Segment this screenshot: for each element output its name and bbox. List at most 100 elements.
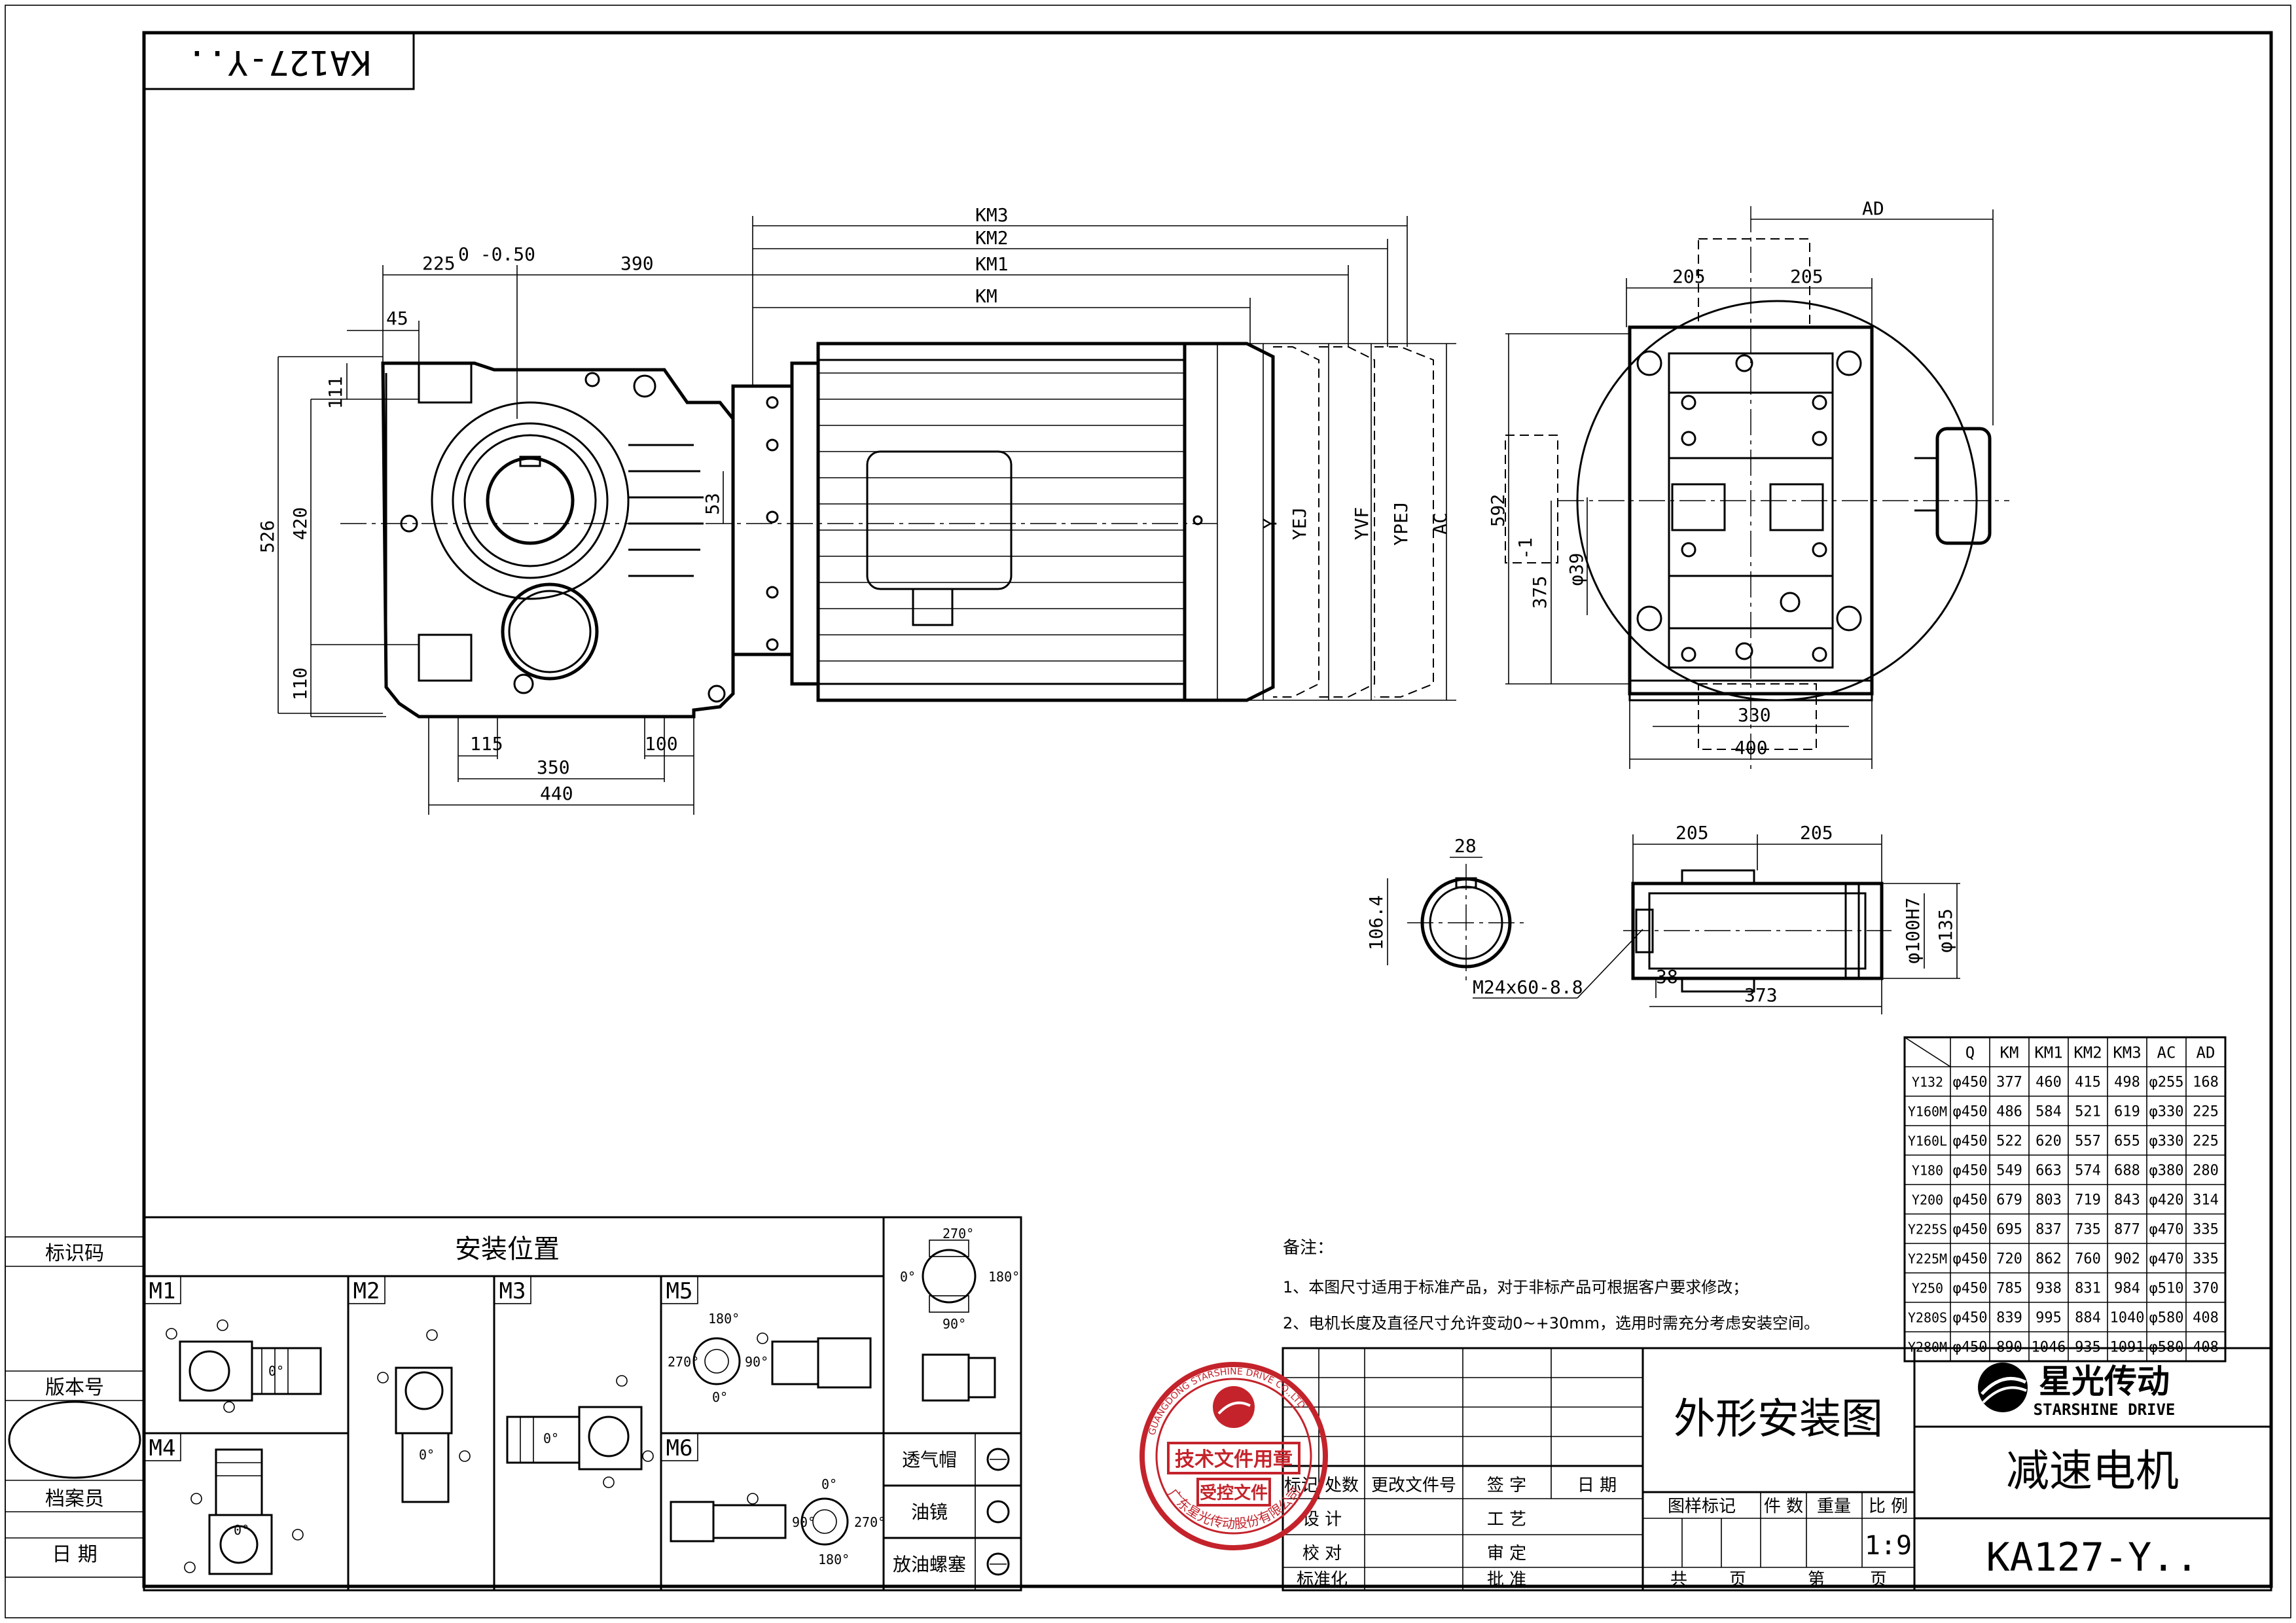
m4-sketch: 0° [184, 1448, 304, 1575]
tb-scale: 1:9 [1865, 1531, 1912, 1561]
table-value-cell: φ450 [1953, 1192, 1988, 1209]
dim-205-shaft-left: 205 [1676, 822, 1709, 844]
dim-ypej: YPEJ [1390, 501, 1412, 545]
table-value-cell: φ450 [1953, 1251, 1988, 1268]
m6-angle-90: 90° [792, 1514, 816, 1530]
table-value-cell: 831 [2075, 1281, 2101, 1297]
table-motor-cell: Y200 [1912, 1192, 1943, 1208]
legend-drain-plug: 放油螺塞 [893, 1554, 966, 1575]
side-view-dimensions: AD 205 205 592 375 -1 φ39 330 400 [1487, 198, 1994, 769]
tb-page-unit: 页 [1729, 1570, 1746, 1590]
m1-angle: 0° [268, 1363, 284, 1379]
tb-change-doc: 更改文件号 [1371, 1476, 1456, 1495]
table-value-cell: 655 [2114, 1133, 2140, 1150]
table-value-cell: 995 [2036, 1310, 2062, 1327]
table-value-cell: 377 [1996, 1075, 2022, 1091]
hollow-shaft-bore [486, 456, 575, 545]
tb-total: 共 [1670, 1570, 1687, 1590]
tb-ratio: 比 例 [1869, 1497, 1908, 1516]
table-value-cell: 225 [2193, 1104, 2219, 1120]
mirrored-model-box: KA127-Y.. [143, 31, 415, 90]
table-value-cell: φ450 [1953, 1222, 1988, 1238]
table-value-cell: 522 [1996, 1133, 2022, 1150]
m6-angle-0: 0° [821, 1476, 837, 1492]
tb-approve: 批 准 [1487, 1570, 1526, 1590]
m6-angle-270: 270° [854, 1514, 886, 1530]
pos-label-m3: M3 [499, 1278, 526, 1304]
dim-330: 330 [1738, 704, 1771, 726]
table-value-cell: 785 [1996, 1281, 2022, 1297]
product-name: 减速电机 [2006, 1446, 2179, 1496]
m1-sketch: 0° [166, 1319, 322, 1413]
table-value-cell: 460 [2036, 1075, 2062, 1091]
label-date: 日 期 [52, 1543, 98, 1566]
m5-angle-0: 0° [712, 1389, 728, 1405]
table-motor-cell: Y160L [1908, 1133, 1947, 1149]
tb-page-no: 第 [1808, 1570, 1825, 1590]
table-value-cell: 498 [2114, 1075, 2140, 1091]
dim-592: 592 [1487, 494, 1509, 527]
pos-label-m4: M4 [149, 1435, 176, 1461]
dim-100: 100 [645, 733, 678, 755]
table-header-cell: KM [2000, 1044, 2019, 1062]
dim-373: 373 [1744, 984, 1778, 1006]
table-value-cell: φ380 [2149, 1163, 2184, 1179]
pos-label-m1: M1 [149, 1278, 176, 1304]
brand-name-en: STARSHINE DRIVE [2034, 1400, 2176, 1419]
table-value-cell: 938 [2036, 1281, 2062, 1297]
dim-km: KM [975, 285, 997, 307]
table-value-cell: 335 [2193, 1251, 2219, 1268]
table-value-cell: 884 [2075, 1310, 2101, 1327]
table-header-cell: KM1 [2034, 1044, 2062, 1062]
side-label-strip: 标识码 版本号 档案员 日 期 [5, 1236, 145, 1578]
table-header-cell: AD [2197, 1044, 2215, 1062]
table-value-cell: 735 [2075, 1222, 2101, 1238]
legend-oil-glass: 油镜 [911, 1501, 948, 1523]
table-value-cell: 679 [1996, 1192, 2022, 1209]
m5-angle-180: 180° [708, 1311, 740, 1327]
table-value-cell: 280 [2193, 1163, 2219, 1179]
table-value-cell: φ255 [2149, 1075, 2184, 1091]
dim-440: 440 [540, 783, 573, 804]
m5-sketch: 180° 270° 90° 0° [668, 1311, 872, 1405]
table-value-cell: 370 [2193, 1281, 2219, 1297]
table-value-cell: 688 [2114, 1163, 2140, 1179]
table-value-cell: 663 [2036, 1163, 2062, 1179]
table-motor-cell: Y225M [1908, 1251, 1947, 1267]
stamp-line2: 受控文件 [1200, 1483, 1268, 1503]
reference-orientation: 270° 0° 180° 90° [900, 1226, 1020, 1402]
drawing-title: 外形安装图 [1674, 1395, 1883, 1444]
tb-weight: 重量 [1817, 1497, 1851, 1516]
table-value-cell: φ450 [1953, 1104, 1988, 1120]
controlled-document-stamp: 技术文件用章 受控文件 GUANGDONG STARSHINE DRIVE CO… [1139, 1362, 1328, 1550]
m4-angle: 0° [234, 1522, 249, 1538]
dim-53: 53 [702, 493, 723, 515]
dim-205-shaft-right: 205 [1800, 822, 1833, 844]
m3-angle: 0° [543, 1431, 559, 1446]
table-corner-diagonal [1904, 1037, 1951, 1067]
dim-yej: YEJ [1289, 507, 1310, 541]
table-value-cell: 1040 [2110, 1310, 2145, 1327]
table-value-cell: φ450 [1953, 1310, 1988, 1327]
tb-count: 处数 [1325, 1476, 1359, 1495]
dim-km1: KM1 [975, 253, 1009, 275]
ref-angle-270: 270° [942, 1226, 974, 1241]
dim-yvf: YVF [1351, 507, 1372, 541]
table-value-cell: φ450 [1953, 1163, 1988, 1179]
tb-date: 日 期 [1577, 1476, 1617, 1495]
table-value-cell: φ330 [2149, 1104, 2184, 1120]
drawing-frame [142, 31, 2273, 1588]
table-value-cell: 720 [1996, 1251, 2022, 1268]
tb-design: 设 计 [1302, 1510, 1342, 1529]
table-value-cell: φ330 [2149, 1133, 2184, 1150]
table-value-cell: 314 [2193, 1192, 2219, 1209]
table-motor-cell: Y250 [1912, 1281, 1943, 1296]
table-value-cell: 695 [1996, 1222, 2022, 1238]
front-view [340, 342, 1434, 719]
terminal-box-side [1935, 427, 1992, 545]
dim-phi100: φ100H7 [1902, 897, 1924, 963]
table-value-cell: 760 [2075, 1251, 2101, 1268]
m2-angle: 0° [419, 1447, 435, 1463]
